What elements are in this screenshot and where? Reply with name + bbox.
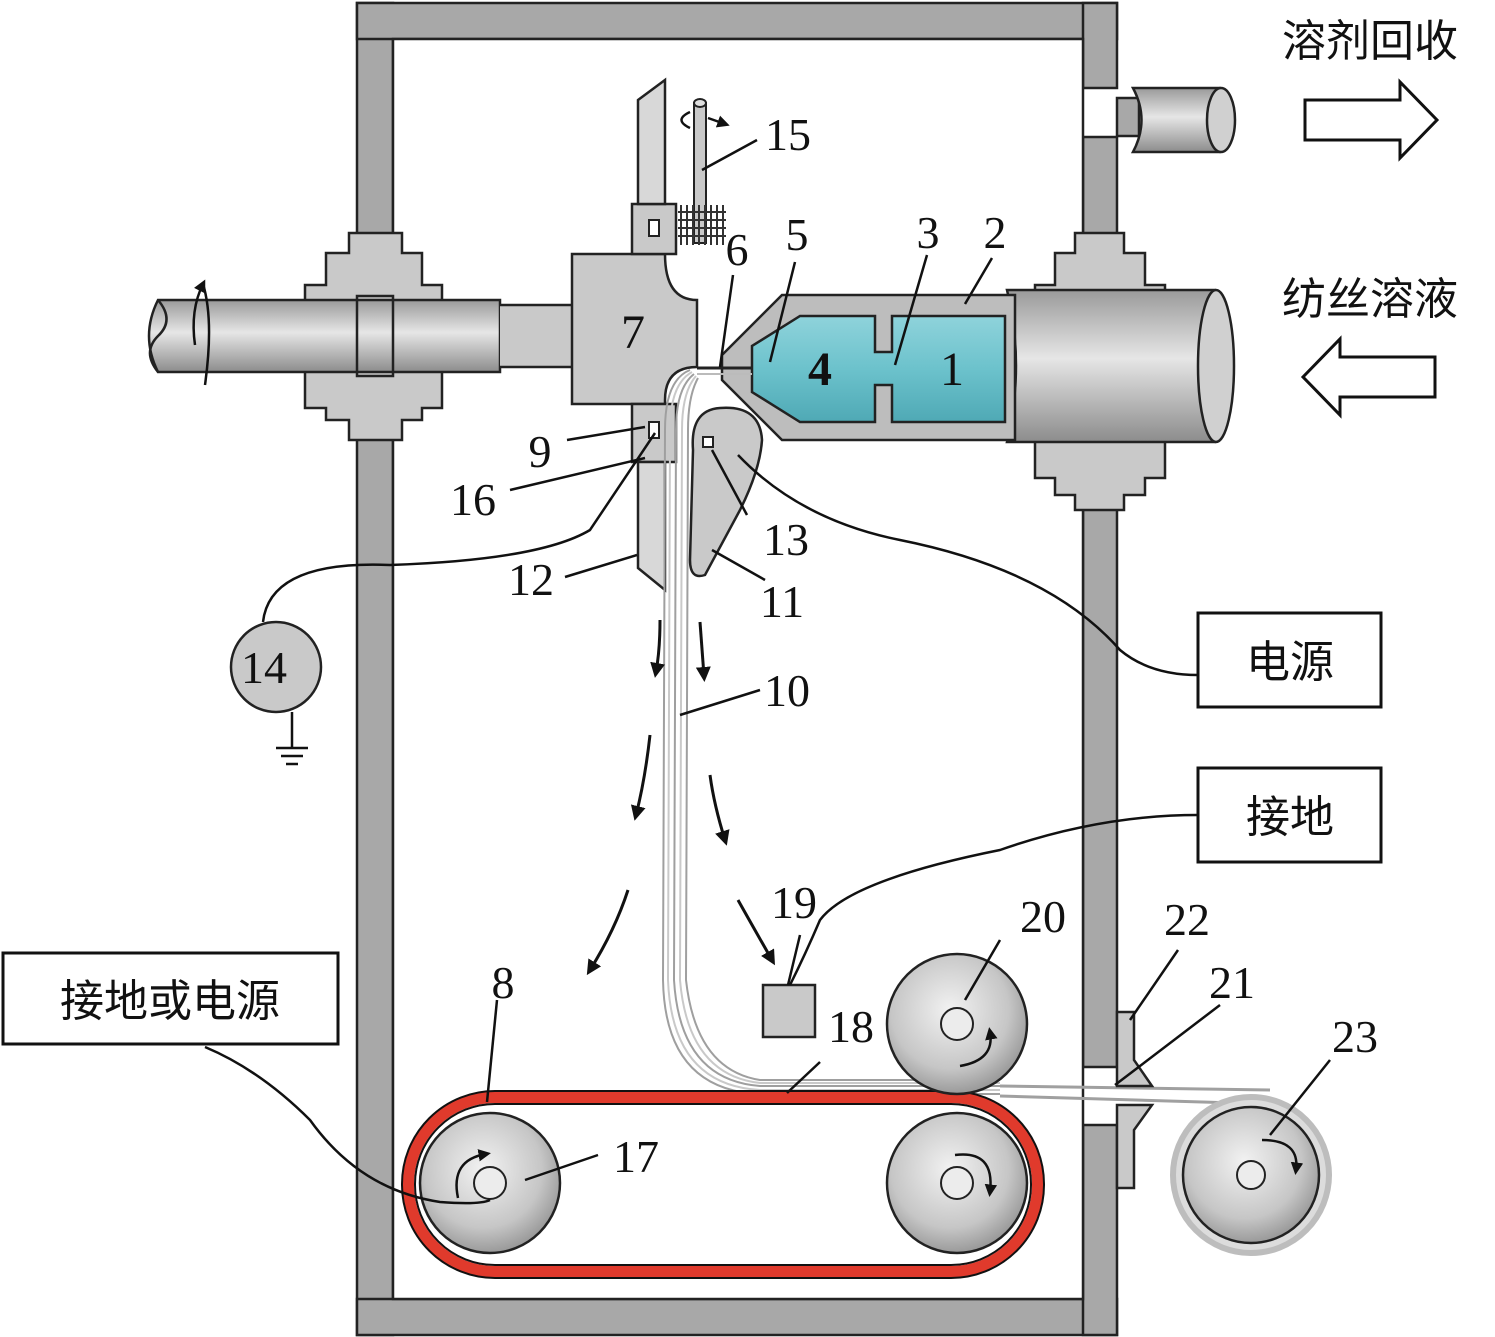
roller-23 (1170, 1094, 1332, 1256)
part-16-label: 16 (450, 474, 496, 525)
part-15-label: 15 (765, 109, 811, 160)
roller-20 (885, 952, 1029, 1096)
part-numbers: 1 2 3 4 5 6 7 8 9 10 11 12 13 14 15 16 1… (241, 109, 1378, 1182)
spinning-solution-label: 纺丝溶液 (1282, 274, 1458, 325)
part-21-label: 21 (1209, 957, 1255, 1008)
voltmeter-14 (229, 620, 323, 766)
part-6-label: 6 (726, 224, 749, 275)
solvent-outlet-pipe (1115, 86, 1237, 154)
airflow-arrows (586, 619, 775, 976)
part-4-label: 4 (808, 343, 832, 396)
part-17-label: 17 (613, 1131, 659, 1182)
rotating-rod (678, 98, 730, 245)
power-supply-label: 电源 (1246, 637, 1334, 688)
ground-label: 接地 (1246, 792, 1334, 843)
part-23-label: 23 (1332, 1011, 1378, 1062)
part-22-label: 22 (1164, 894, 1210, 945)
part-7-label: 7 (621, 306, 645, 359)
ground-or-power-box: 接地或电源 (1, 951, 340, 1046)
part-14-label: 14 (241, 642, 287, 693)
part-3-label: 3 (917, 207, 940, 258)
roller-17 (418, 1111, 562, 1255)
part-9-label: 9 (529, 426, 552, 477)
leader-lines (485, 138, 1331, 1182)
part-19-label: 19 (771, 877, 817, 928)
solvent-recovery-label: 溶剂回收 (1282, 16, 1458, 67)
supply-pipe (1005, 288, 1236, 444)
spinning-solution-arrow (1300, 335, 1437, 419)
drive-shaft (147, 279, 577, 386)
part-5-label: 5 (786, 209, 809, 260)
ground-or-power-label: 接地或电源 (60, 976, 280, 1027)
wires (204, 432, 1199, 1205)
roller-belt-right (885, 1111, 1029, 1255)
exit-slot (1115, 1010, 1155, 1190)
part-1-label: 1 (940, 343, 964, 396)
ground-box: 接地 (1196, 766, 1383, 864)
rotor-block (570, 77, 699, 593)
fiber-bundle (661, 369, 1271, 1106)
nozzle-housing (697, 293, 1017, 442)
part-11-label: 11 (760, 576, 804, 627)
part-12-label: 12 (508, 554, 554, 605)
part-18-label: 18 (828, 1001, 874, 1052)
sensor-19 (761, 983, 817, 1039)
electrode (688, 406, 764, 578)
power-supply-box: 电源 (1196, 611, 1383, 709)
part-20-label: 20 (1020, 891, 1066, 942)
part-13-label: 13 (763, 514, 809, 565)
part-8-label: 8 (492, 957, 515, 1008)
solvent-recovery-arrow (1303, 78, 1440, 162)
conveyor-belt (401, 1090, 1045, 1279)
part-2-label: 2 (984, 207, 1007, 258)
part-10-label: 10 (764, 665, 810, 716)
